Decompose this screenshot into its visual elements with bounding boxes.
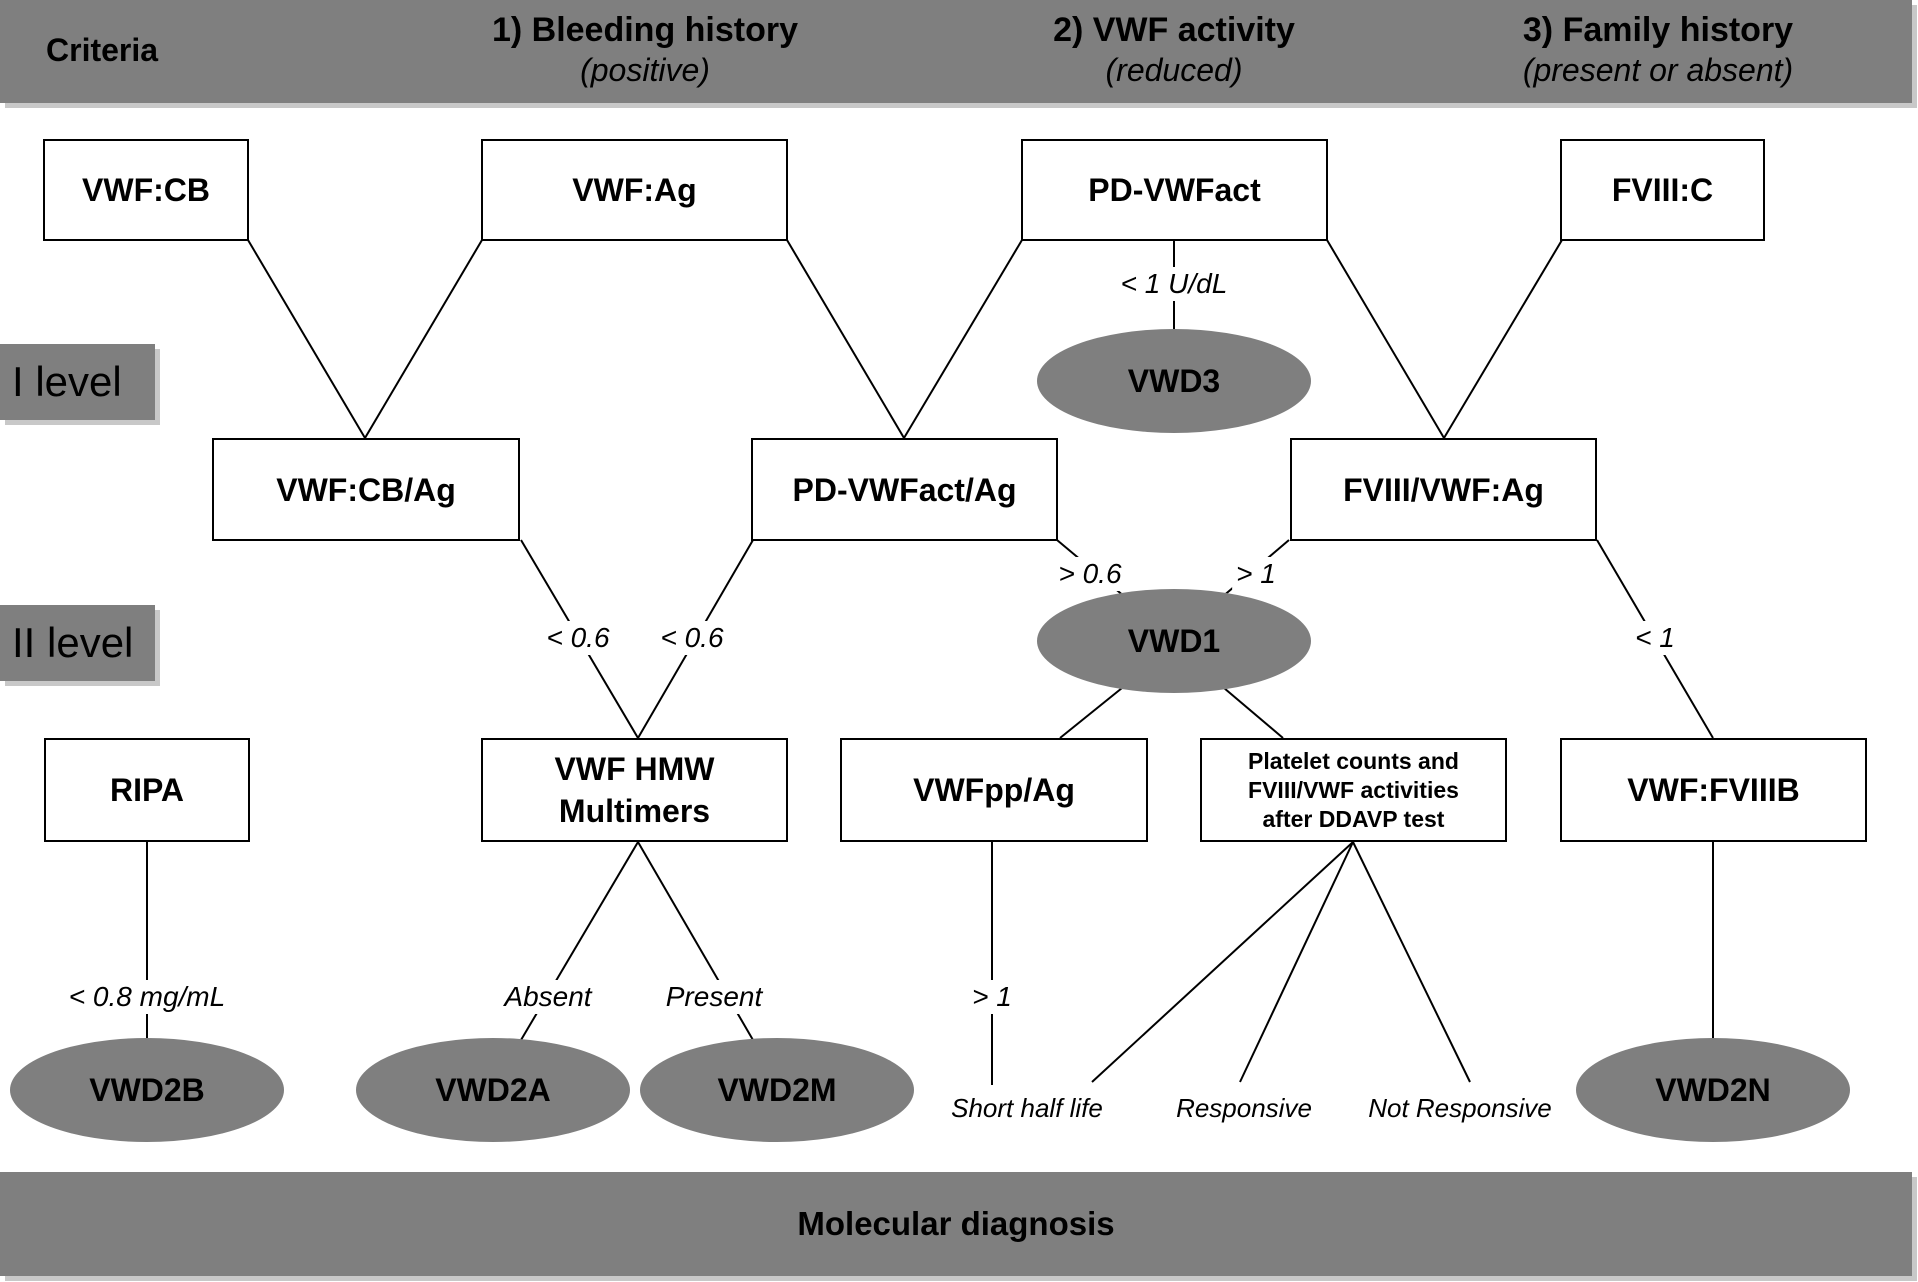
line-ddavp-to-notresponsive (1352, 841, 1471, 1083)
diagnosis-vwd2b: VWD2B (10, 1038, 284, 1142)
line-vwfag-to-cbag (364, 239, 483, 439)
line-fviiic-to-fviiiag (1443, 239, 1563, 439)
threshold-fviii-ag-lt1: < 1 (1631, 621, 1679, 655)
test-vwfpp-ag: VWFpp/Ag (840, 738, 1148, 842)
criterion-family-history-title: 3) Family history (1522, 11, 1794, 49)
threshold-pd-ag-gt06: > 0.6 (1054, 557, 1126, 591)
diagnosis-vwd2a: VWD2A (356, 1038, 630, 1142)
outcome-responsive: Responsive (1176, 1093, 1312, 1123)
molecular-diagnosis-band (0, 1172, 1912, 1276)
test-ripa: RIPA (44, 738, 250, 842)
molecular-diagnosis-label: Molecular diagnosis (797, 1205, 1115, 1242)
line-ddavp-to-shorthalflife (1091, 841, 1354, 1083)
criteria-label: Criteria (46, 32, 159, 68)
line-pdvwfact-to-fviiiag (1326, 239, 1445, 439)
threshold-ripa-lt08: < 0.8 mg/mL (64, 980, 230, 1014)
diagnosis-vwd1: VWD1 (1037, 589, 1311, 693)
test-pd-vwfact-ag-ratio: PD-VWFact/Ag (751, 438, 1058, 541)
test-vwf-fviiib: VWF:FVIIIB (1560, 738, 1867, 842)
test-vwf-cb: VWF:CB (43, 139, 249, 241)
threshold-vwfpp-gt1: > 1 (968, 980, 1016, 1014)
threshold-multimers-present: Present (661, 980, 767, 1014)
test-fviii-c: FVIII:C (1560, 139, 1765, 241)
test-ddavp: Platelet counts and FVIII/VWF activities… (1200, 738, 1507, 842)
test-vwf-ag: VWF:Ag (481, 139, 788, 241)
threshold-cb-ag-lt06: < 0.6 (542, 621, 614, 655)
threshold-multimers-absent: Absent (500, 980, 596, 1014)
level-2-tag: II level (0, 605, 155, 681)
level-1-tag: I level (0, 344, 155, 420)
line-vwfag-to-pdag (786, 239, 905, 439)
test-vwf-cb-ag-ratio: VWF:CB/Ag (212, 438, 520, 541)
diagnosis-vwd3: VWD3 (1037, 329, 1311, 433)
line-vwd1-to-vwfpp (1059, 687, 1123, 739)
criterion-bleeding-history-sub: (positive) (580, 52, 710, 88)
criterion-vwf-activity-sub: (reduced) (1105, 52, 1243, 88)
test-fviii-vwf-ag-ratio: FVIII/VWF:Ag (1290, 438, 1597, 541)
test-pd-vwfact: PD-VWFact (1021, 139, 1328, 241)
outcome-short-half-life: Short half life (951, 1093, 1103, 1123)
criterion-bleeding-history: 1) Bleeding history (positive) (445, 10, 845, 90)
line-ddavp-to-responsive (1239, 841, 1354, 1083)
diagnosis-vwd2n: VWD2N (1576, 1038, 1850, 1142)
test-vwf-hmw-multimers: VWF HMW Multimers (481, 738, 788, 842)
outcome-not-responsive: Not Responsive (1368, 1093, 1552, 1123)
threshold-pd-vwfact-lt1: < 1 U/dL (1116, 267, 1232, 301)
diagnosis-vwd2m: VWD2M (640, 1038, 914, 1142)
criterion-bleeding-history-title: 1) Bleeding history (491, 11, 799, 49)
criterion-family-history-sub: (present or absent) (1522, 52, 1794, 88)
criterion-family-history: 3) Family history (present or absent) (1458, 10, 1858, 90)
criterion-vwf-activity: 2) VWF activity (reduced) (974, 10, 1374, 90)
criterion-vwf-activity-title: 2) VWF activity (1053, 11, 1295, 49)
line-vwd1-to-ddavp (1223, 687, 1284, 739)
line-vwfcb-to-cbag (247, 239, 366, 439)
criteria-header-band (0, 0, 1912, 103)
line-pdvwfact-to-pdag (903, 239, 1023, 439)
threshold-pd-ag-lt06: < 0.6 (656, 621, 728, 655)
threshold-fviii-ag-gt1: > 1 (1232, 557, 1280, 591)
